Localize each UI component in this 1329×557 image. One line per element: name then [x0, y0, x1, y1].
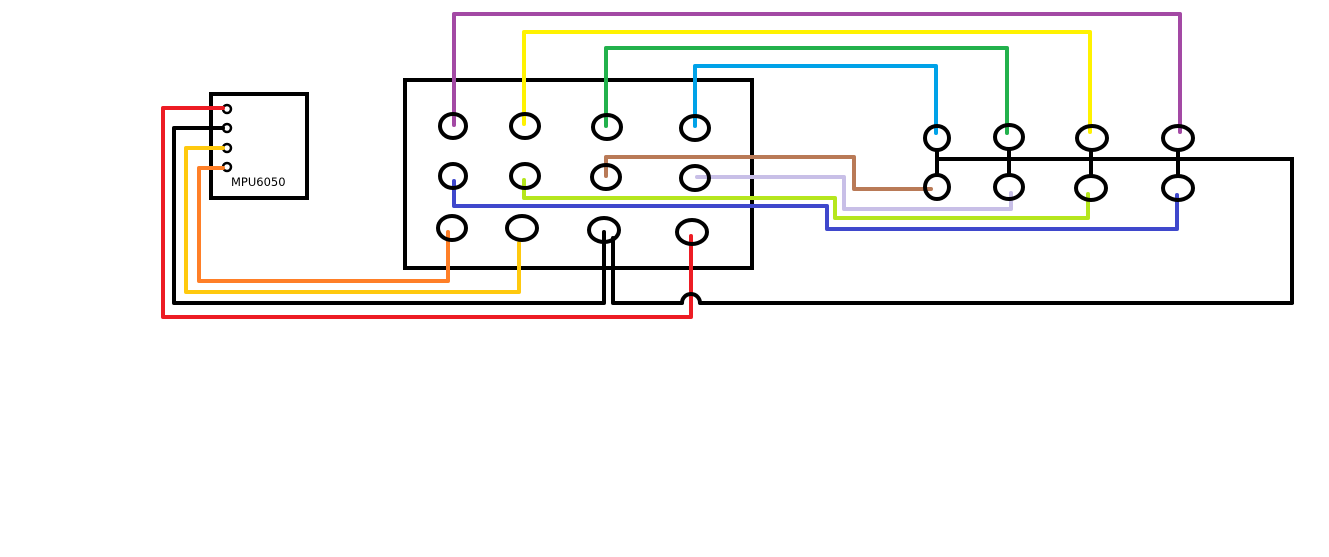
- switch-array-rail: [937, 157, 1294, 304]
- switch-hole: [1074, 174, 1108, 202]
- board-hole: [438, 162, 468, 190]
- board-hole: [679, 164, 711, 192]
- mpu6050-label: MPU6050: [231, 175, 286, 189]
- wire-ground-return: [611, 236, 1294, 305]
- board-hole: [436, 214, 468, 242]
- switch-array-holes: [923, 123, 1195, 202]
- board-hole: [591, 113, 623, 141]
- wire-brown: [604, 155, 933, 191]
- board-hole: [679, 114, 711, 142]
- wire-purple: [452, 12, 1182, 134]
- wires: [161, 12, 1294, 319]
- wire-sda: [197, 166, 450, 283]
- board-hole: [587, 216, 621, 244]
- board-hole: [675, 218, 709, 246]
- wire-scl: [184, 146, 521, 294]
- wire-lavender: [695, 175, 1013, 211]
- connector-board-outline: [403, 78, 754, 270]
- wire-gnd: [172, 126, 606, 305]
- board-hole: [590, 163, 622, 191]
- board-hole: [505, 214, 539, 242]
- mpu6050-module: MPU6050: [209, 92, 309, 200]
- wire-cyan: [693, 64, 938, 135]
- wire-green: [604, 46, 1009, 135]
- wire-blue: [452, 179, 1179, 231]
- wire-lime: [522, 178, 1090, 220]
- connector-board-holes: [436, 112, 711, 246]
- wire-yellow: [522, 30, 1092, 134]
- board-hole: [438, 112, 468, 140]
- board-hole: [509, 112, 541, 140]
- wire-vcc: [161, 106, 693, 319]
- board-hole: [509, 162, 541, 190]
